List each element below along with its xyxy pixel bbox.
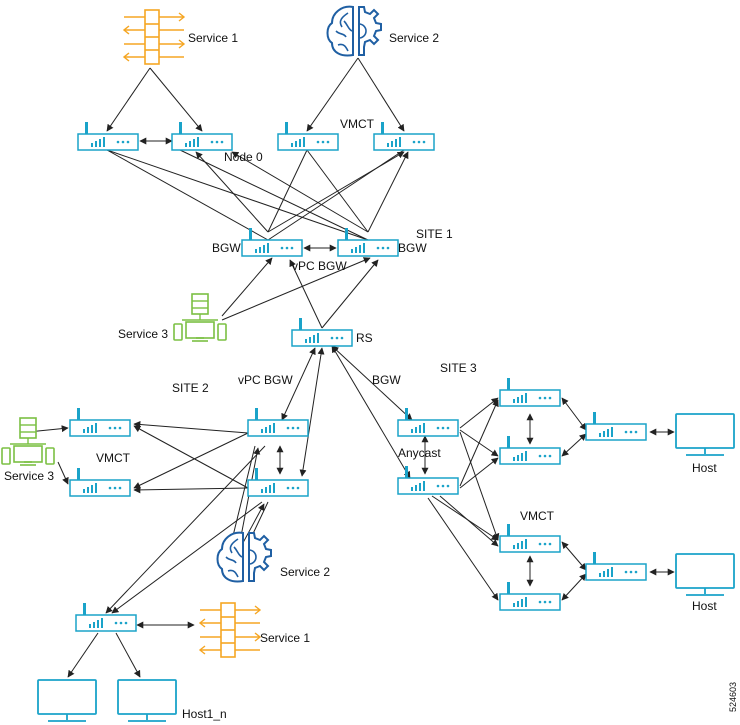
label-vmct-top: VMCT <box>340 117 375 131</box>
server-cluster-icon <box>173 293 227 342</box>
router-icon <box>277 121 339 151</box>
label-service3-left: Service 3 <box>4 469 54 483</box>
router-icon <box>247 467 309 497</box>
monitor-icon <box>117 679 177 722</box>
label-vpc-bgw-site2: vPC BGW <box>238 373 293 387</box>
label-vpc-bgw-site1: vPC BGW <box>292 259 347 273</box>
figure-code: 524603 <box>728 682 738 712</box>
router-icon <box>397 465 459 495</box>
server-cluster-icon <box>1 417 55 466</box>
label-site2: SITE 2 <box>172 381 209 395</box>
monitor-icon <box>675 553 735 596</box>
label-anycast: Anycast <box>398 446 441 460</box>
router-icon <box>337 227 399 257</box>
label-vmct-site2: VMCT <box>96 451 131 465</box>
label-host1n: Host1_n <box>182 707 227 721</box>
label-bgw-left: BGW <box>212 241 241 255</box>
router-icon <box>69 407 131 437</box>
label-bgw-site3: BGW <box>372 373 401 387</box>
router-icon <box>75 602 137 632</box>
router-icon <box>585 411 647 441</box>
label-host-top: Host <box>692 461 717 475</box>
label-vmct-site3: VMCT <box>520 509 555 523</box>
router-icon <box>247 407 309 437</box>
label-host-bottom: Host <box>692 599 717 613</box>
router-icon <box>291 317 353 347</box>
router-icon <box>585 551 647 581</box>
label-service1-bottom: Service 1 <box>260 631 310 645</box>
brain-gear-icon <box>326 5 382 57</box>
label-service2-top: Service 2 <box>389 31 439 45</box>
label-site3: SITE 3 <box>440 361 477 375</box>
firewall-icon <box>123 9 185 65</box>
router-icon <box>171 121 233 151</box>
label-service1-top: Service 1 <box>188 31 238 45</box>
monitor-icon <box>37 679 97 722</box>
router-icon <box>241 227 303 257</box>
router-icon <box>397 407 459 437</box>
router-icon <box>499 523 561 553</box>
firewall-icon <box>199 602 261 658</box>
router-icon <box>499 581 561 611</box>
router-icon <box>499 377 561 407</box>
links <box>27 57 675 678</box>
monitor-icon <box>675 413 735 456</box>
router-icon <box>69 467 131 497</box>
label-service2-bottom: Service 2 <box>280 565 330 579</box>
label-bgw-right: BGW <box>398 241 427 255</box>
label-service3-center: Service 3 <box>118 327 168 341</box>
router-icon <box>373 121 435 151</box>
router-icon <box>77 121 139 151</box>
label-rs: RS <box>356 331 373 345</box>
label-site1: SITE 1 <box>416 227 453 241</box>
label-node0: Node 0 <box>224 150 263 164</box>
